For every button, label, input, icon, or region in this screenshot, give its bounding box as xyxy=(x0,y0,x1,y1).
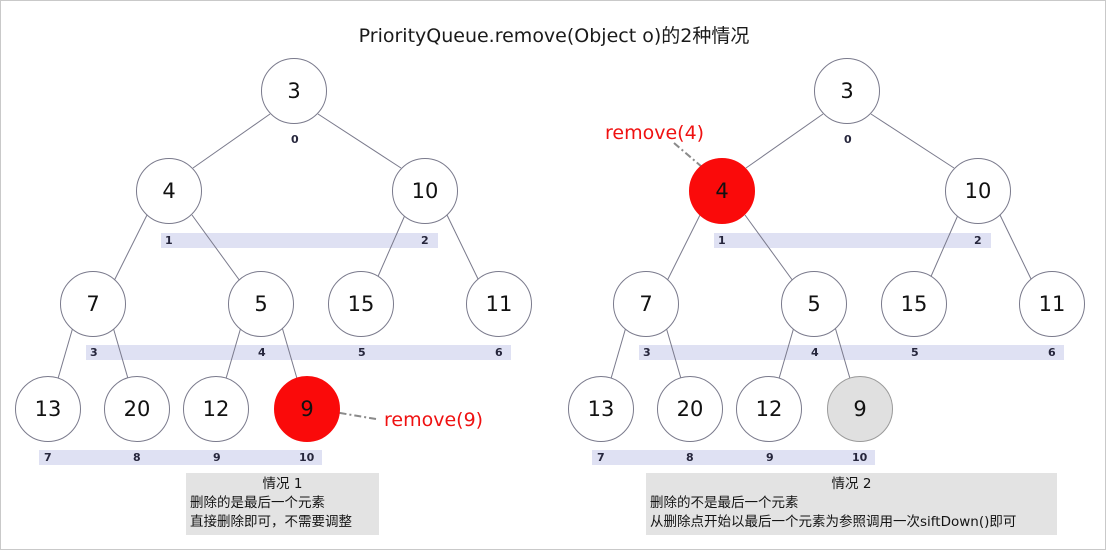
index-left-5: 5 xyxy=(358,346,366,359)
node-value: 5 xyxy=(254,292,268,316)
node-left-0[interactable]: 3 xyxy=(261,58,327,124)
caption-1-line1: 删除的是最后一个元素 xyxy=(190,495,325,511)
node-left-2[interactable]: 10 xyxy=(392,158,458,224)
node-value: 11 xyxy=(1038,292,1066,316)
node-value: 3 xyxy=(287,79,301,103)
node-left-7[interactable]: 13 xyxy=(15,376,81,442)
caption-1-head: 情况 1 xyxy=(262,476,303,492)
caption-case-1: 情况 1 删除的是最后一个元素 直接删除即可，不需要调整 xyxy=(186,473,379,535)
node-value: 4 xyxy=(715,179,729,203)
index-left-2: 2 xyxy=(421,234,429,247)
level-bar-right-3 xyxy=(592,450,875,465)
index-left-10: 10 xyxy=(299,451,315,464)
index-right-8: 8 xyxy=(686,451,694,464)
node-left-9[interactable]: 12 xyxy=(183,376,249,442)
node-value: 7 xyxy=(639,292,653,316)
node-value: 5 xyxy=(807,292,821,316)
node-value: 10 xyxy=(964,179,992,203)
level-bar-right-2 xyxy=(639,345,1064,360)
node-value: 12 xyxy=(755,397,783,421)
node-value: 20 xyxy=(676,397,704,421)
node-value: 3 xyxy=(840,79,854,103)
index-right-5: 5 xyxy=(911,346,919,359)
node-right-7[interactable]: 13 xyxy=(568,376,634,442)
node-value: 15 xyxy=(347,292,375,316)
index-right-10: 10 xyxy=(852,451,868,464)
index-right-0: 0 xyxy=(844,133,852,146)
node-value: 7 xyxy=(86,292,100,316)
node-left-1[interactable]: 4 xyxy=(136,158,202,224)
index-left-4: 4 xyxy=(258,346,266,359)
node-left-4[interactable]: 5 xyxy=(228,271,294,337)
node-right-4[interactable]: 5 xyxy=(781,271,847,337)
node-value: 12 xyxy=(202,397,230,421)
index-right-1: 1 xyxy=(718,234,726,247)
index-right-4: 4 xyxy=(811,346,819,359)
caption-case-2: 情况 2 删除的不是最后一个元素 从删除点开始以最后一个元素为参照调用一次sif… xyxy=(646,473,1057,535)
node-right-6[interactable]: 11 xyxy=(1019,271,1085,337)
caption-1-line2: 直接删除即可，不需要调整 xyxy=(190,514,352,530)
node-right-8[interactable]: 20 xyxy=(657,376,723,442)
caption-2-line2: 从删除点开始以最后一个元素为参照调用一次siftDown()即可 xyxy=(650,514,1017,530)
node-left-6[interactable]: 11 xyxy=(466,271,532,337)
index-right-3: 3 xyxy=(643,346,651,359)
index-right-2: 2 xyxy=(974,234,982,247)
node-left-3[interactable]: 7 xyxy=(60,271,126,337)
index-left-7: 7 xyxy=(44,451,52,464)
node-value: 11 xyxy=(485,292,513,316)
callout-remove-9: remove(9) xyxy=(384,409,484,431)
index-left-3: 3 xyxy=(90,346,98,359)
index-right-7: 7 xyxy=(597,451,605,464)
node-right-9[interactable]: 12 xyxy=(736,376,802,442)
index-left-9: 9 xyxy=(213,451,221,464)
level-bar-right-1 xyxy=(714,233,991,248)
index-left-1: 1 xyxy=(165,234,173,247)
node-left-5[interactable]: 15 xyxy=(328,271,394,337)
index-left-6: 6 xyxy=(495,346,503,359)
level-bar-left-3 xyxy=(39,450,322,465)
node-right-1-removed[interactable]: 4 xyxy=(689,158,755,224)
level-bar-left-2 xyxy=(86,345,511,360)
node-value: 9 xyxy=(853,397,867,421)
node-value: 10 xyxy=(411,179,439,203)
index-right-6: 6 xyxy=(1048,346,1056,359)
node-left-10-removed[interactable]: 9 xyxy=(274,376,340,442)
callout-remove-4: remove(4) xyxy=(605,122,705,144)
node-value: 13 xyxy=(587,397,615,421)
index-right-9: 9 xyxy=(766,451,774,464)
node-right-5[interactable]: 15 xyxy=(881,271,947,337)
node-right-10-reference[interactable]: 9 xyxy=(827,376,893,442)
node-value: 4 xyxy=(162,179,176,203)
node-right-0[interactable]: 3 xyxy=(814,58,880,124)
caption-2-line1: 删除的不是最后一个元素 xyxy=(650,495,799,511)
index-left-8: 8 xyxy=(133,451,141,464)
page-title: PriorityQueue.remove(Object o)的2种情况 xyxy=(358,25,750,47)
index-left-0: 0 xyxy=(291,133,299,146)
node-left-8[interactable]: 20 xyxy=(104,376,170,442)
node-value: 9 xyxy=(300,397,314,421)
caption-2-head: 情况 2 xyxy=(831,476,872,492)
level-bar-left-1 xyxy=(161,233,438,248)
node-value: 20 xyxy=(123,397,151,421)
node-value: 15 xyxy=(900,292,928,316)
node-right-2[interactable]: 10 xyxy=(945,158,1011,224)
node-value: 13 xyxy=(34,397,62,421)
node-right-3[interactable]: 7 xyxy=(613,271,679,337)
